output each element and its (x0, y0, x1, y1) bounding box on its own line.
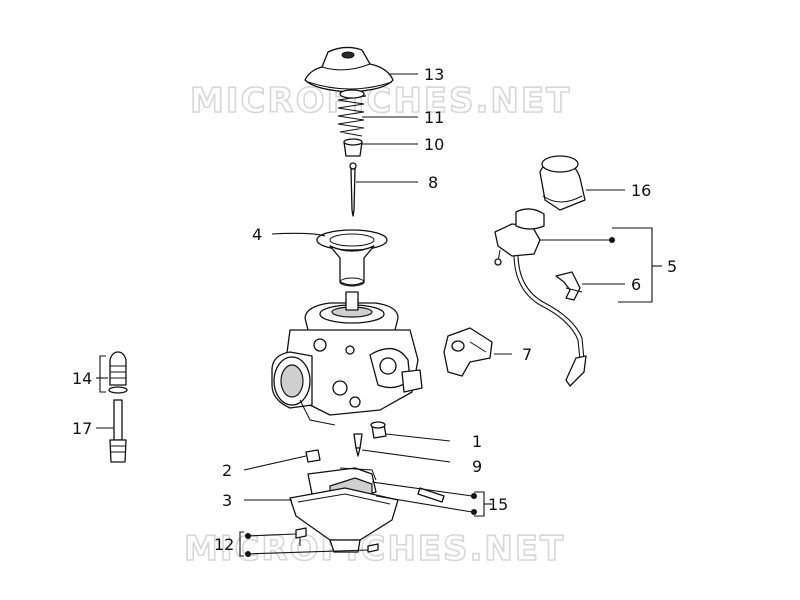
leader-lines (96, 73, 662, 557)
callout-labels: 13 11 10 8 4 16 5 6 7 14 17 1 9 2 3 15 1… (72, 65, 677, 554)
callout-2: 2 (222, 461, 232, 480)
choke-clamp-part (555, 271, 583, 301)
callout-9: 9 (472, 457, 482, 476)
jet-needle-part (349, 162, 357, 217)
mixture-screw-kit-part (108, 351, 128, 394)
callout-7: 7 (522, 345, 532, 364)
bowl-screws-part (295, 527, 379, 553)
leader-dots (245, 237, 615, 557)
callout-12: 12 (214, 535, 234, 554)
callout-11: 11 (424, 108, 444, 127)
callout-4: 4 (252, 225, 262, 244)
callout-6: 6 (631, 275, 641, 294)
diaphragm-slide-part (316, 229, 388, 287)
sleeve-part (539, 155, 586, 211)
main-jet-part (370, 421, 387, 439)
pilot-jet-part (305, 449, 321, 463)
callout-16: 16 (631, 181, 651, 200)
callout-13: 13 (424, 65, 444, 84)
carburetor-body-part (271, 291, 423, 426)
callout-5: 5 (667, 257, 677, 276)
callout-14: 14 (72, 369, 92, 388)
float-pin-part (417, 487, 445, 503)
diaphragm-cover-part (304, 46, 394, 93)
callout-17: 17 (72, 419, 92, 438)
throttle-sensor-part (443, 327, 493, 377)
needle-valve-part (353, 433, 363, 457)
needle-retainer-part (343, 138, 363, 157)
callout-1: 1 (472, 432, 482, 451)
jet-tube-part (109, 399, 127, 463)
float-bowl-part (289, 487, 399, 553)
callout-8: 8 (428, 173, 438, 192)
automatic-choke-part (494, 208, 587, 387)
callout-10: 10 (424, 135, 444, 154)
callout-3: 3 (222, 491, 232, 510)
spring-part (337, 89, 367, 137)
callout-15: 15 (488, 495, 508, 514)
